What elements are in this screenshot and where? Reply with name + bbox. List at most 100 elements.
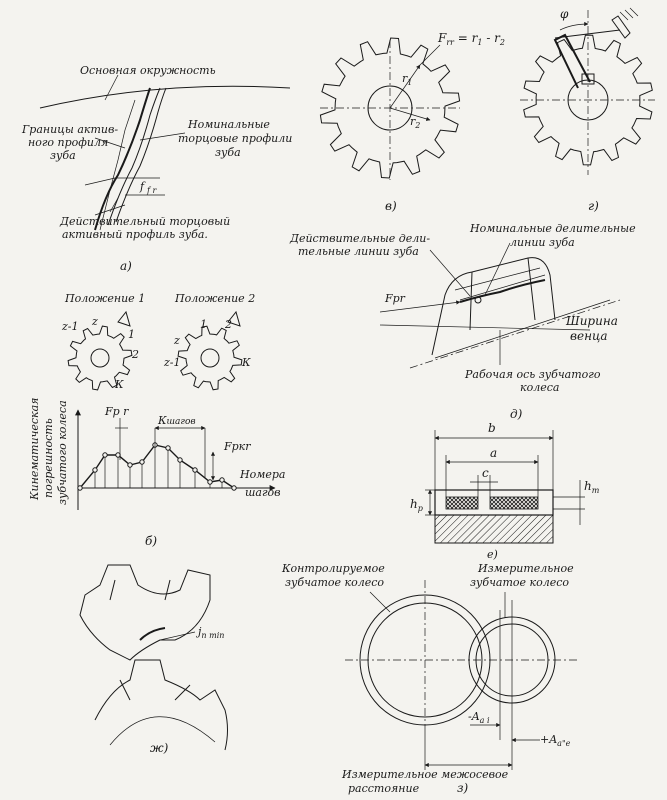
gear-b1: [67, 325, 133, 391]
width-line: [434, 299, 611, 359]
b2-z: z: [173, 334, 180, 347]
probe-holder: [611, 15, 631, 39]
gearV-outline: [319, 37, 461, 179]
e-b: b: [488, 421, 496, 435]
nominal-profile-1: [107, 87, 161, 226]
nominal-label-2: торцовые профили: [178, 132, 292, 145]
base-circle-arc: [39, 85, 291, 109]
error-point: [127, 462, 133, 468]
boundaries-label-2: ного профиля: [28, 136, 108, 149]
z-center-2: расстояние: [348, 782, 420, 795]
boundaries-label-3: зуба: [50, 149, 76, 162]
z-controlled-1: Контролируемое: [281, 562, 385, 575]
ylabel-3: зубчатого колеса: [56, 400, 69, 505]
z-plus-a: +Aa"e: [540, 733, 571, 748]
b1-two: 2: [131, 348, 139, 361]
d-width-1: Ширина: [565, 314, 618, 328]
pointer-2: [227, 310, 241, 327]
error-point: [231, 485, 237, 491]
ksteps-label: Кшагов: [157, 414, 196, 427]
pitch-point: [474, 296, 482, 304]
b2-k: К: [241, 356, 251, 369]
nominal-label-3: зуба: [215, 146, 241, 159]
panel-g: φ г): [520, 7, 655, 213]
tooth-flanks: [109, 579, 191, 701]
z-measuring-2: зубчатое колесо: [470, 576, 569, 589]
z-measuring-1: Измерительное: [477, 562, 574, 575]
caption-g: г): [588, 199, 599, 213]
error-point: [177, 457, 183, 463]
contact-line: [139, 627, 166, 641]
b2-two: 2: [224, 318, 232, 331]
e-a: a: [490, 446, 497, 460]
r1-label: r1: [402, 72, 412, 87]
gear-b2: [177, 325, 243, 391]
z-minus-a: -Aa i: [468, 710, 490, 725]
gearG-outline: [523, 34, 653, 166]
leader-actual: [109, 197, 119, 213]
z-center-1: Измерительное межосевое: [341, 768, 509, 781]
actual-pitch-line: [459, 279, 546, 303]
formula-label: Frr = r1 - r2: [437, 31, 505, 47]
r2-label: r2: [410, 115, 420, 130]
working-axis: [409, 299, 621, 369]
error-point: [115, 452, 121, 458]
z-controlled-2: зубчатое колесо: [285, 576, 384, 589]
panel-e: b a c hp hm е): [410, 421, 600, 561]
steps-label-2: шагов: [245, 486, 281, 499]
error-point: [207, 479, 213, 485]
leader-actual-d: [429, 249, 471, 297]
leader-boundaries: [94, 137, 126, 149]
caption-z: з): [457, 781, 469, 795]
panel-a: Основная окружность Границы актив- ного …: [21, 64, 292, 273]
panel-v: Frr = r1 - r2 r1 r2 в): [319, 31, 505, 213]
actual-label-1: Действительный торцовый: [59, 215, 230, 228]
d-actual-2: тельные линии зуба: [298, 245, 419, 258]
lower-gear-hub: [109, 716, 216, 746]
gear-g: [523, 34, 653, 166]
probe-link: [554, 29, 621, 39]
leader-base-circle: [104, 74, 119, 101]
body-section: [434, 514, 554, 544]
upper-gear-teeth: [79, 564, 211, 661]
tooth-edges: [469, 257, 536, 331]
fpr-label: Fp r: [104, 405, 129, 418]
jn-label: jn min: [195, 625, 224, 640]
base-circle-label: Основная окружность: [80, 64, 216, 77]
tooth-outline: [431, 257, 556, 356]
boundary-ticks: [84, 177, 126, 216]
b1-one: 1: [128, 328, 135, 341]
error-point: [219, 477, 225, 483]
error-point: [102, 452, 108, 458]
caption-e: е): [487, 548, 498, 561]
r2-line: [389, 107, 431, 121]
formula-leader: [419, 44, 441, 66]
pos1-label: Положение 1: [64, 292, 145, 305]
b1-z: z: [91, 315, 98, 328]
e-hm: hm: [584, 479, 600, 495]
steps-label-1: Номера: [239, 468, 285, 481]
gear-b1-bore: [90, 348, 110, 368]
ylabel-1: Кинематическая: [28, 398, 41, 501]
r1-line: [389, 64, 421, 109]
pos2-label: Положение 2: [174, 292, 255, 305]
b2-z1: z-1: [163, 356, 181, 369]
b1-k: К: [114, 378, 124, 391]
error-point: [77, 485, 83, 491]
caption-a: а): [120, 259, 132, 273]
nominal-label-1: Номинальные: [187, 118, 270, 131]
caption-v: в): [385, 199, 397, 213]
pitch-lines: [454, 267, 546, 301]
pointer-1: [117, 310, 131, 327]
leader-nominal: [139, 132, 186, 141]
d-width-2: венца: [570, 329, 608, 343]
d-axis-2: колеса: [520, 381, 559, 394]
fpr-arrow: [379, 300, 461, 313]
error-point: [165, 445, 171, 451]
probe-hatch: [619, 7, 639, 21]
d-nominal-1: Номинальные делительные: [469, 222, 636, 235]
error-stems: [94, 445, 223, 488]
b2-one: 1: [200, 318, 207, 331]
gearB2-outline: [177, 325, 243, 391]
